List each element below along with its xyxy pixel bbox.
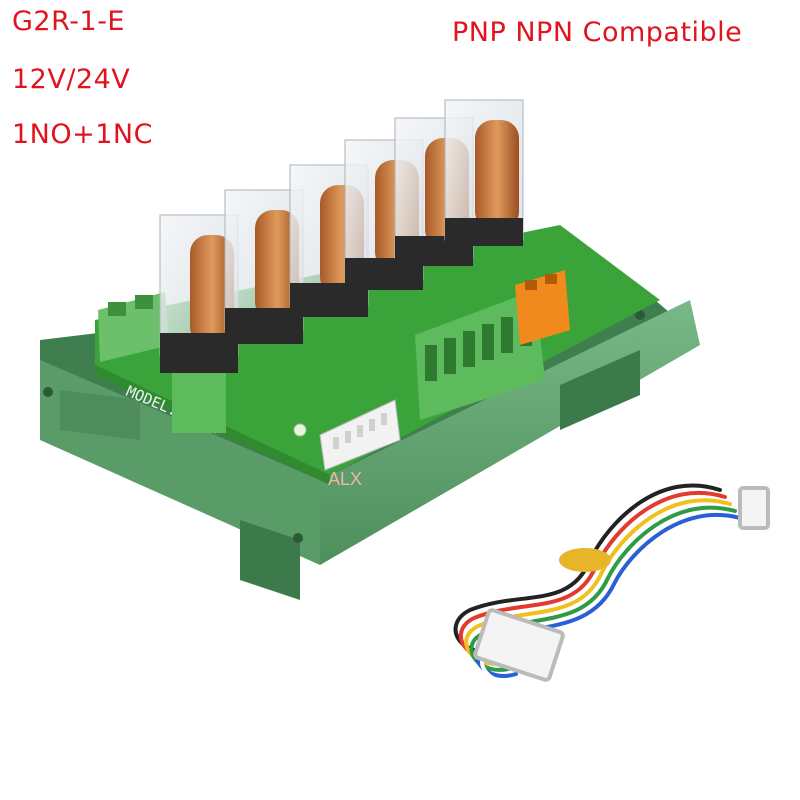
contact-label: 1NO+1NC <box>12 119 153 150</box>
model-label: G2R-1-E <box>12 6 125 37</box>
cable-tie <box>559 548 611 572</box>
relay-6 <box>444 99 524 246</box>
ribbon-header-connector <box>319 399 401 471</box>
watermark: ALX <box>328 469 362 489</box>
compatibility-label: PNP NPN Compatible <box>452 17 743 48</box>
ribbon-cable <box>453 483 770 684</box>
cable-plug-b <box>473 608 565 682</box>
cable-plug-a <box>738 486 770 530</box>
status-led <box>293 423 307 437</box>
terminal-block-right <box>415 270 570 420</box>
relay-array <box>159 99 524 433</box>
terminal-block-left <box>98 292 170 362</box>
voltage-label: 12V/24V <box>12 64 131 95</box>
